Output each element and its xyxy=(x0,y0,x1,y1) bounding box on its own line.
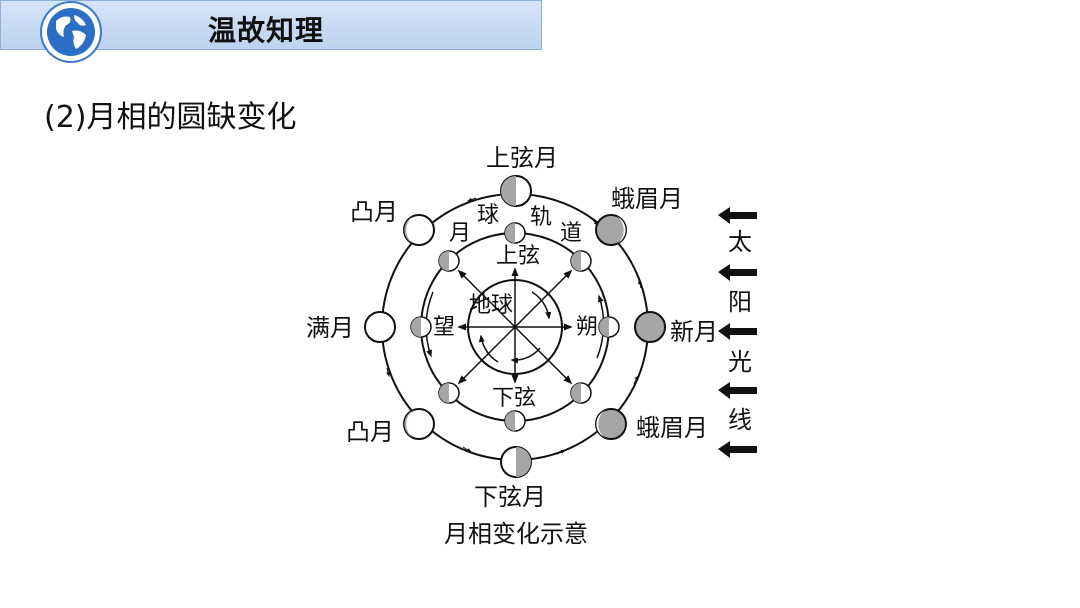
inner-moon xyxy=(505,411,525,431)
label-orbit-char: 道 xyxy=(560,221,582,246)
label-crescent-bottom: 蛾眉月 xyxy=(636,414,708,442)
sunlight-arrow-icon xyxy=(718,441,757,458)
sunlight-label-char: 太 xyxy=(728,228,752,256)
sunlight-label-char: 线 xyxy=(728,406,752,434)
label-orbit-char: 月 xyxy=(449,221,471,246)
moon-phase-crescent-bottom xyxy=(596,409,626,439)
label-first-quarter-moon: 上弦月 xyxy=(486,144,558,172)
sunlight-arrow-icon xyxy=(718,323,757,340)
label-crescent-top: 蛾眉月 xyxy=(611,185,683,213)
inner-moon xyxy=(439,251,459,271)
inner-moon xyxy=(571,383,591,403)
inner-moon xyxy=(439,383,459,403)
inner-moon xyxy=(411,317,431,337)
sunlight-arrow-icon xyxy=(718,264,757,281)
moon-phase-last-quarter xyxy=(501,447,531,477)
moon-phase-new xyxy=(635,312,665,342)
inner-moon xyxy=(599,317,619,337)
label-inner-first-quarter: 上弦 xyxy=(496,244,540,269)
inner-moon xyxy=(571,251,591,271)
label-orbit-char: 轨 xyxy=(530,205,552,230)
inner-moon xyxy=(505,223,525,243)
sunlight-arrow-icon xyxy=(718,207,757,224)
diagram-caption: 月相变化示意 xyxy=(444,520,588,548)
label-gibbous-top: 凸月 xyxy=(350,198,398,226)
moon-phase-first-quarter xyxy=(501,176,531,206)
moon-phase-crescent-top xyxy=(596,215,626,245)
moon-phase-full xyxy=(365,312,395,342)
sunlight-arrow-icon xyxy=(718,382,757,399)
moon-phase-gibbous-bottom xyxy=(404,409,434,439)
label-orbit-char: 球 xyxy=(477,203,499,228)
label-full-wang: 望 xyxy=(433,315,455,340)
label-new-shuo: 朔 xyxy=(576,315,598,340)
label-full-moon: 满月 xyxy=(306,314,354,342)
sunlight-label-char: 光 xyxy=(728,348,752,376)
label-gibbous-bottom: 凸月 xyxy=(346,418,394,446)
sunlight-label-char: 阳 xyxy=(728,288,752,316)
moon-phase-gibbous-top xyxy=(404,215,434,245)
label-last-quarter-moon: 下弦月 xyxy=(474,483,546,511)
label-inner-last-quarter: 下弦 xyxy=(492,386,536,411)
label-new-moon: 新月 xyxy=(670,318,718,346)
label-earth: 地球 xyxy=(469,293,513,318)
